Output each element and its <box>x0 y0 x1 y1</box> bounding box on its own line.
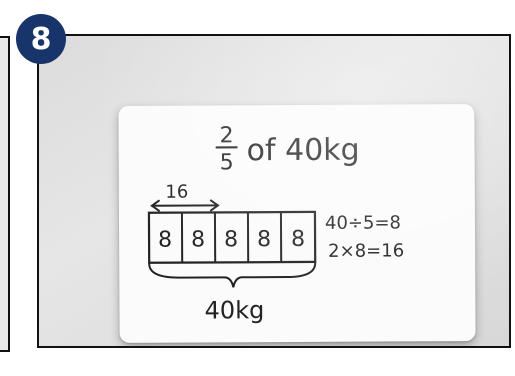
step-number: 8 <box>30 21 52 57</box>
bar-cell-2: 8 <box>191 227 205 252</box>
step-number-badge: 8 <box>16 14 66 64</box>
fraction-numerator: 2 <box>219 123 233 148</box>
calc-line-2: 2×8=16 <box>328 240 404 261</box>
bar-cell-5: 8 <box>291 227 305 252</box>
total-brace <box>148 261 317 288</box>
bar-cell-4: 8 <box>257 227 271 252</box>
fraction-denominator: 5 <box>220 150 234 175</box>
calc-line-1: 40÷5=8 <box>325 212 401 233</box>
whiteboard-drawing: 2 5 of 40kg 16 8 8 8 8 8 40kg <box>147 123 404 324</box>
total-label: 40kg <box>205 296 265 324</box>
whiteboard: 2 5 of 40kg 16 8 8 8 8 8 40kg <box>118 104 476 343</box>
photo-panel: 2 5 of 40kg 16 8 8 8 8 8 40kg <box>37 34 511 348</box>
previous-photo-panel <box>0 36 10 352</box>
title-of-40kg: of 40kg <box>247 133 360 169</box>
arrow-head-right <box>209 199 220 212</box>
arrow-head-left <box>150 199 160 212</box>
bar-model-outline <box>147 210 317 264</box>
bar-cell-1: 8 <box>158 228 172 253</box>
segment-label-16: 16 <box>165 182 188 203</box>
bar-cell-3: 8 <box>224 227 238 252</box>
